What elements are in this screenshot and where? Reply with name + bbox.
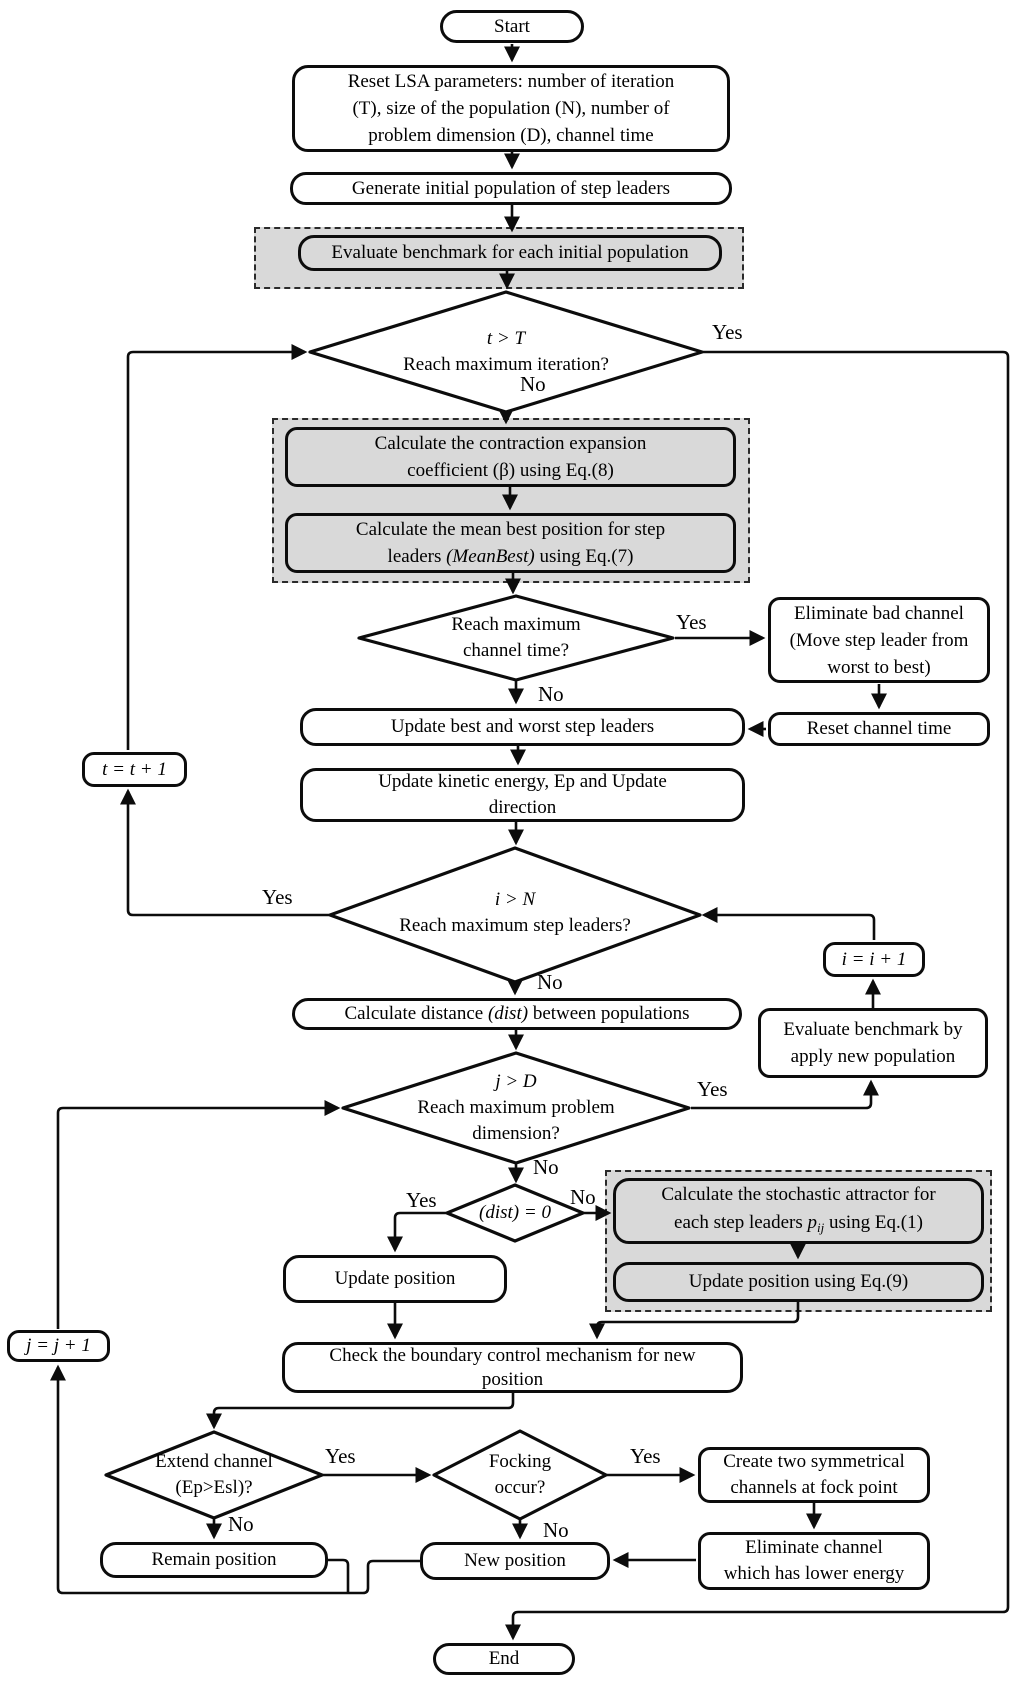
node-eliminate-bad-channel: Eliminate bad channel (Move step leader … xyxy=(768,597,990,683)
node-evaluate-initial: Evaluate benchmark for each initial popu… xyxy=(298,235,722,271)
label-leader-check: i > N Reach maximum step leaders? xyxy=(399,889,631,936)
node-start: Start xyxy=(440,10,584,43)
label-extend-check: Extend channel (Ep>Esl)? xyxy=(155,1451,273,1498)
edge-label-no-iteration: No xyxy=(520,372,546,396)
node-reset-channel-time: Reset channel time xyxy=(768,712,990,746)
node-generate-population: Generate initial population of step lead… xyxy=(290,172,732,205)
label-dimension-check: j > D Reach maximum problem dimension? xyxy=(417,1071,615,1144)
label-iteration-check: t > T Reach maximum iteration? xyxy=(403,328,609,375)
edge-leadercheck-yes-tinc xyxy=(119,788,330,917)
edge-label-no-dimension: No xyxy=(533,1155,559,1179)
label-dist-zero-check: (dist) = 0 xyxy=(479,1202,551,1223)
edge-boundary-extendcheck xyxy=(205,1393,515,1430)
diamond-dimension-check xyxy=(341,1051,691,1165)
edge-newpos-jinc xyxy=(49,1364,420,1595)
edge-label-no-distzero: No xyxy=(570,1185,596,1209)
node-update-best-worst: Update best and worst step leaders xyxy=(300,708,745,746)
edge-iinc-leadercheck xyxy=(701,906,876,940)
edge-label-yes-iteration: Yes xyxy=(712,320,743,344)
node-calc-meanbest: Calculate the mean best position for ste… xyxy=(285,513,736,573)
node-create-symmetrical-channels: Create two symmetrical channels at fock … xyxy=(698,1447,930,1503)
edge-label-yes-distzero: Yes xyxy=(406,1188,437,1212)
edge-label-no-focking: No xyxy=(543,1518,569,1542)
node-remain-position: Remain position xyxy=(100,1542,328,1578)
edge-distzero-yes-updatepos xyxy=(386,1211,447,1253)
edge-label-yes-extend: Yes xyxy=(325,1444,356,1468)
node-calc-beta: Calculate the contraction expansion coef… xyxy=(285,427,736,487)
label-focking-check: Focking occur? xyxy=(488,1451,552,1498)
edge-remain-join xyxy=(328,1558,350,1593)
diamond-dist-zero-check xyxy=(445,1183,585,1243)
node-calc-distance: Calculate distance (dist) between popula… xyxy=(292,998,742,1030)
edge-label-yes-dimension: Yes xyxy=(697,1077,728,1101)
node-calc-attractor: Calculate the stochastic attractor for e… xyxy=(613,1178,984,1244)
edge-label-no-leader: No xyxy=(537,970,563,994)
node-t-increment: t = t + 1 xyxy=(82,752,187,787)
diamond-leader-check xyxy=(328,846,702,984)
diamond-extend-check xyxy=(104,1430,324,1520)
node-new-position: New position xyxy=(420,1542,610,1580)
diamond-iteration-check xyxy=(308,290,704,414)
node-update-kinetic: Update kinetic energy, Ep and Update dir… xyxy=(300,768,745,822)
node-update-position: Update position xyxy=(283,1255,507,1303)
node-reset-parameters: Reset LSA parameters: number of iteratio… xyxy=(292,65,730,152)
node-boundary-check: Check the boundary control mechanism for… xyxy=(282,1342,743,1393)
edge-dimcheck-yes-evalnew xyxy=(691,1079,880,1110)
edge-itercheck-yes-end xyxy=(504,350,1010,1641)
edge-label-yes-focking: Yes xyxy=(630,1444,661,1468)
node-eliminate-lower-energy: Eliminate channel which has lower energy xyxy=(698,1532,930,1590)
node-evaluate-new-population: Evaluate benchmark by apply new populati… xyxy=(758,1008,988,1078)
node-update-position-eq9: Update position using Eq.(9) xyxy=(613,1262,984,1302)
edge-label-yes-channel: Yes xyxy=(676,610,707,634)
label-channel-check: Reach maximum channel time? xyxy=(451,614,581,661)
edge-label-yes-leader: Yes xyxy=(262,885,293,909)
edge-jinc-dimcheck xyxy=(56,1099,341,1329)
node-end: End xyxy=(433,1643,575,1675)
node-i-increment: i = i + 1 xyxy=(823,942,925,977)
node-j-increment: j = j + 1 xyxy=(7,1330,110,1362)
diamond-channel-check xyxy=(357,594,675,682)
edge-label-no-extend: No xyxy=(228,1512,254,1536)
edge-label-no-channel: No xyxy=(538,682,564,706)
edge-tinc-itercheck xyxy=(126,343,308,750)
edge-updateeq9-boundary xyxy=(588,1302,800,1340)
diamond-focking-check xyxy=(432,1429,608,1521)
